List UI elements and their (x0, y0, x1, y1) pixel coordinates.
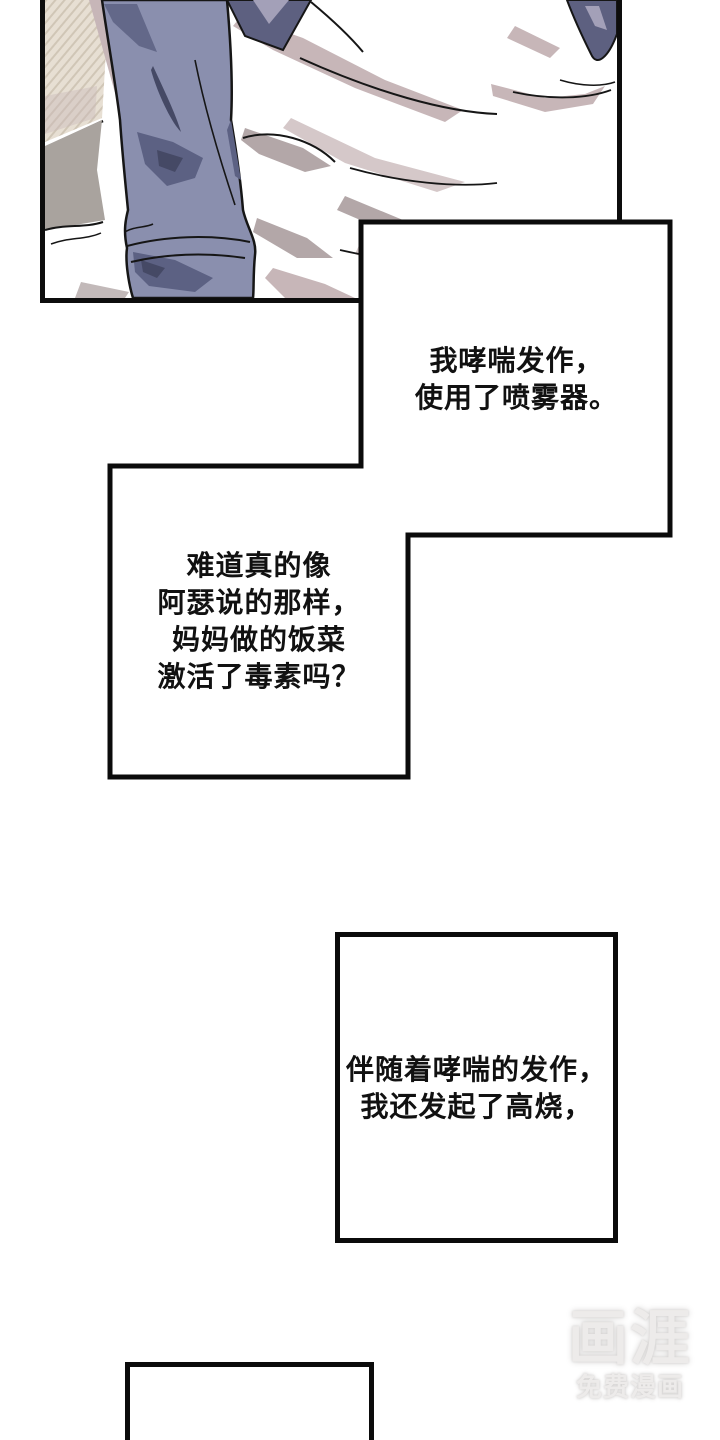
huaya-logo: 画涯 (568, 1304, 692, 1374)
narration-text-line: 妈妈做的饭菜 (171, 622, 346, 656)
huaya-watermark: 画涯 免费漫画 (562, 1306, 698, 1403)
huaya-subtitle: 免费漫画 (575, 1373, 684, 1403)
narration-box-outline (107, 219, 673, 780)
narration-text-line: 我还发起了高烧， (360, 1089, 593, 1123)
narration-text-line: 激活了毒素吗？ (157, 659, 361, 693)
narration-box-1: 我哮喘发作， 使用了喷雾器。 (363, 224, 670, 533)
narration-text-line: 使用了喷雾器。 (414, 380, 618, 414)
narration-box-2: 难道真的像 阿瑟说的那样， 妈妈做的饭菜 激活了毒素吗？ (112, 468, 406, 773)
narration-text-line: 难道真的像 (186, 548, 332, 582)
narration-text-line: 伴随着哮喘的发作， (345, 1052, 607, 1086)
narration-box-3: 伴随着哮喘的发作， 我还发起了高烧， (335, 932, 618, 1243)
narration-text-line: 我哮喘发作， (429, 343, 604, 377)
narration-text-line: 阿瑟说的那样， (157, 585, 361, 619)
narration-box-4 (125, 1362, 374, 1440)
